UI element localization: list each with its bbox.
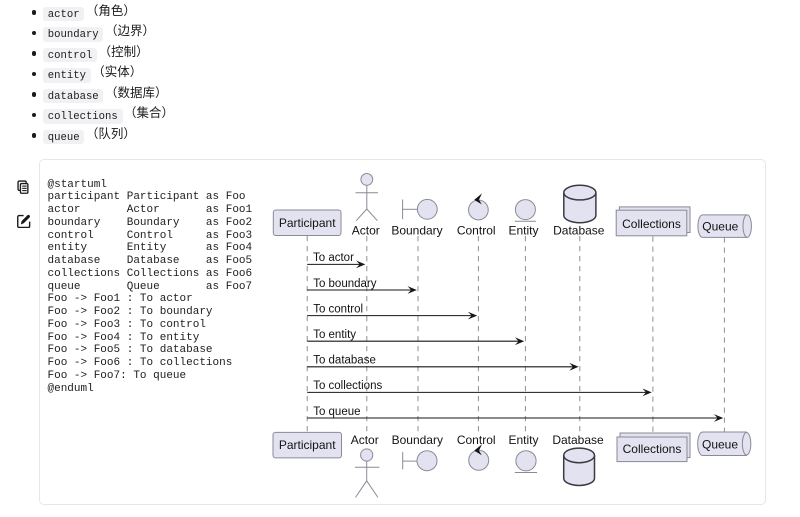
svg-text:To database: To database [313, 355, 376, 367]
svg-text:Collections: Collections [622, 217, 681, 231]
svg-text:Collections: Collections [623, 442, 682, 456]
svg-text:Control: Control [457, 223, 496, 237]
svg-text:To actor: To actor [313, 252, 354, 264]
svg-text:Control: Control [457, 433, 496, 447]
svg-text:To entity: To entity [313, 329, 356, 341]
svg-text:To queue: To queue [313, 406, 360, 418]
svg-text:Participant: Participant [279, 438, 336, 452]
svg-text:Participant: Participant [279, 216, 336, 230]
svg-text:To control: To control [313, 303, 363, 315]
svg-text:Database: Database [553, 223, 605, 237]
svg-text:Boundary: Boundary [392, 433, 443, 447]
svg-text:Entity: Entity [508, 433, 538, 447]
svg-text:Queue: Queue [702, 437, 738, 451]
svg-text:To collections: To collections [313, 380, 382, 392]
svg-text:Entity: Entity [508, 223, 538, 237]
svg-text:Queue: Queue [702, 219, 738, 233]
svg-text:Boundary: Boundary [391, 223, 442, 237]
svg-text:To boundary: To boundary [313, 278, 377, 290]
svg-text:Actor: Actor [351, 433, 379, 447]
svg-text:Actor: Actor [352, 223, 380, 237]
svg-text:Database: Database [552, 433, 604, 447]
